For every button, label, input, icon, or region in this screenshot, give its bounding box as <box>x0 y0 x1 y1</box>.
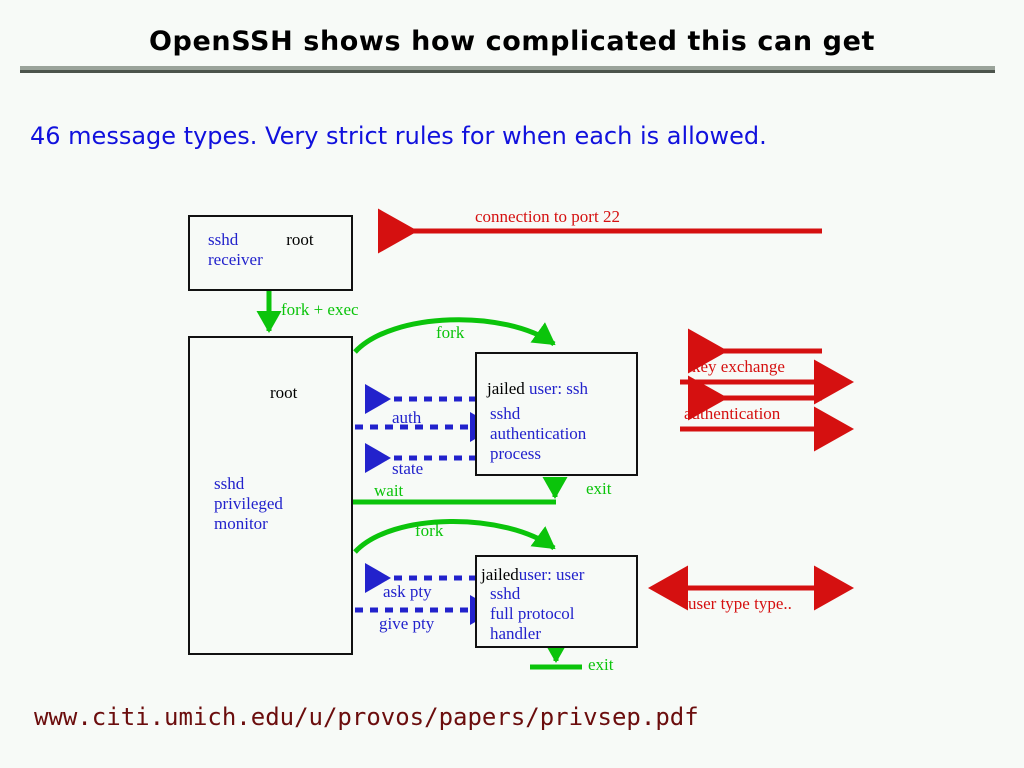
label-user-type: user type type.. <box>688 594 792 613</box>
label-exit-2: exit <box>588 655 614 674</box>
jailed-handler-user: user: user <box>518 565 585 584</box>
box-privileged-monitor[interactable] <box>188 336 353 655</box>
label-key-exchange: key exchange <box>692 357 785 376</box>
jailed-auth-line1: sshd <box>490 404 521 423</box>
privileged-monitor-line1: sshd <box>214 474 245 493</box>
jailed-handler-jailed-label: jailed <box>481 565 519 584</box>
box-jailed-auth-process[interactable] <box>475 352 638 476</box>
box-jailed-protocol-handler[interactable] <box>475 555 638 648</box>
label-connection-to-port-22: connection to port 22 <box>475 207 620 226</box>
jailed-auth-line3: process <box>490 444 541 463</box>
box-privileged-monitor-text: sshd privileged monitor <box>214 474 283 534</box>
label-authentication: authentication <box>684 404 781 423</box>
box-jailed-auth-text: sshd authentication process <box>490 404 586 464</box>
box-jailed-handler-header: jaileduser: user <box>481 565 584 585</box>
jailed-handler-line3: handler <box>490 624 541 643</box>
jailed-handler-line1: sshd <box>490 584 521 603</box>
sshd-receiver-line2: receiver <box>208 250 263 269</box>
label-give-pty: give pty <box>379 614 435 633</box>
privileged-monitor-user: root <box>270 383 298 402</box>
privileged-monitor-line2: privileged <box>214 494 283 513</box>
label-fork-1: fork <box>436 323 465 342</box>
page-title: OpenSSH shows how complicated this can g… <box>149 26 875 57</box>
label-wait: wait <box>374 481 404 500</box>
arrow-fork-2 <box>353 519 556 554</box>
sshd-receiver-line1-left: sshd <box>208 230 239 249</box>
sshd-receiver-user: root <box>286 230 314 249</box>
box-jailed-handler-text: sshd full protocol handler <box>490 584 575 644</box>
privileged-monitor-line3: monitor <box>214 514 268 533</box>
label-auth: auth <box>392 408 422 427</box>
label-state: state <box>392 459 424 478</box>
box-sshd-receiver[interactable] <box>188 215 353 291</box>
label-exit-1: exit <box>586 479 612 498</box>
jailed-auth-jailed-label: jailed <box>487 379 525 398</box>
jailed-auth-user: user: ssh <box>529 379 589 398</box>
jailed-auth-line2: authentication <box>490 424 587 443</box>
label-fork-2: fork <box>415 521 444 540</box>
box-sshd-receiver-text: sshd root receiver <box>208 230 314 270</box>
jailed-handler-line2: full protocol <box>490 604 575 623</box>
title-divider <box>20 66 995 73</box>
arrow-fork-1 <box>353 317 556 354</box>
label-fork-exec: fork + exec <box>281 300 359 319</box>
label-ask-pty: ask pty <box>383 582 432 601</box>
box-jailed-auth-header: jailed user: ssh <box>487 379 588 399</box>
subtitle-text: 46 message types. Very strict rules for … <box>30 122 767 150</box>
footer-url[interactable]: www.citi.umich.edu/u/provos/papers/privs… <box>34 703 699 731</box>
